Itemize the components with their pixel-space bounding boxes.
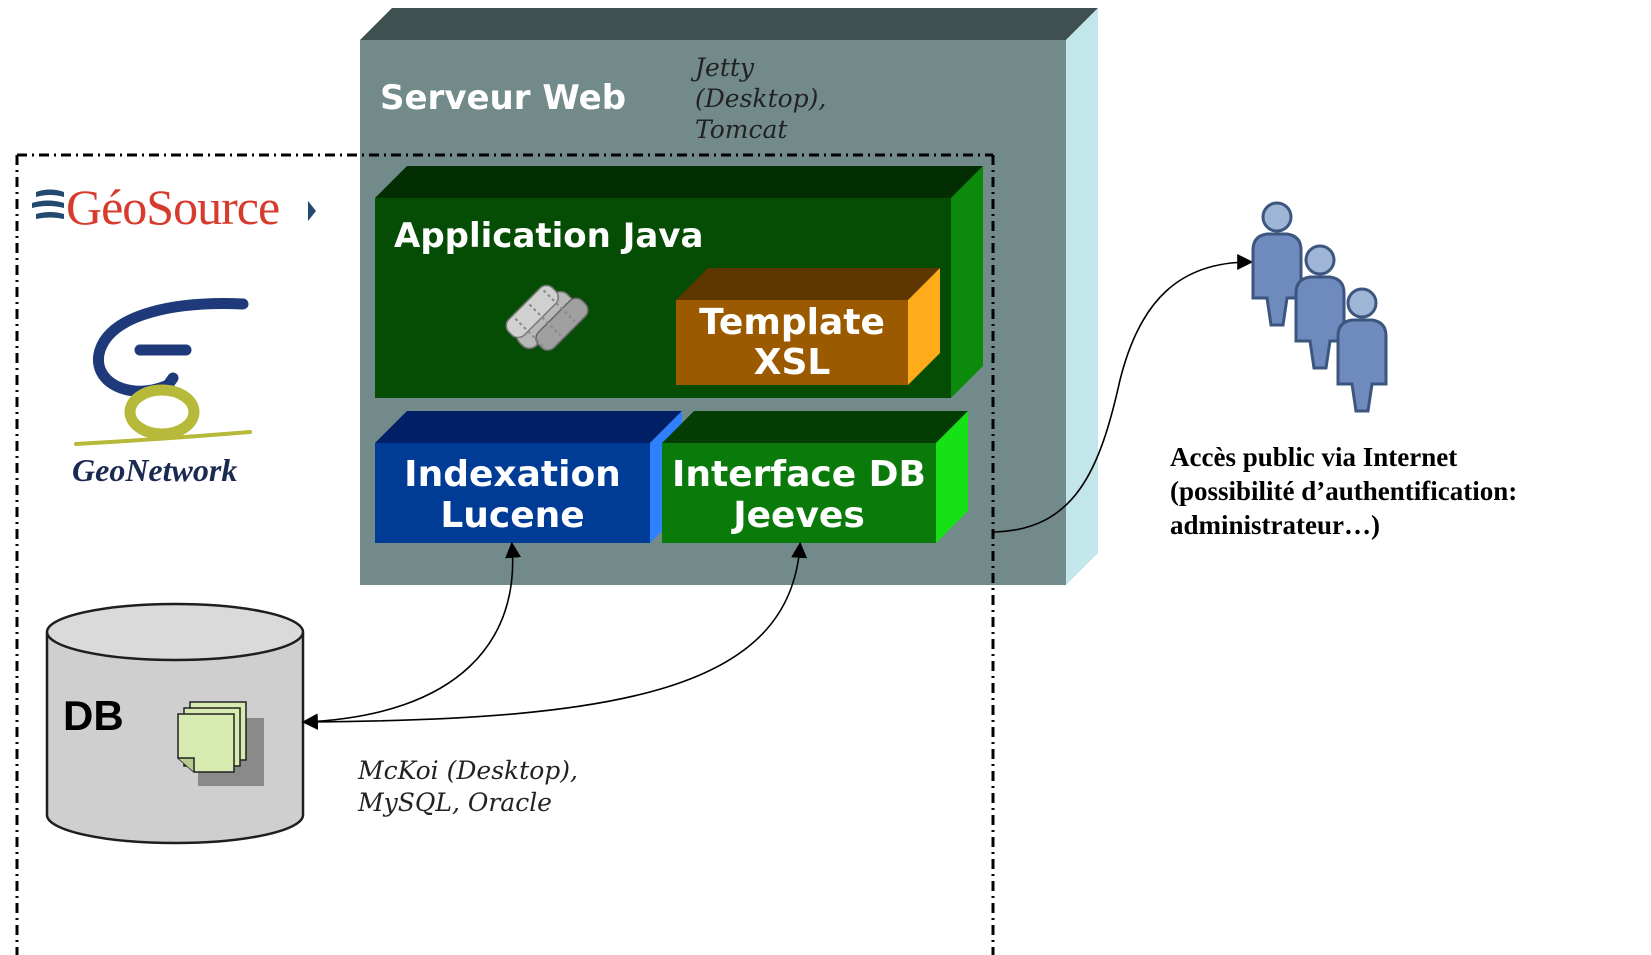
indexation-line-1: Indexation — [404, 454, 621, 495]
public-access-line-2: (possibilité d’authentification: — [1170, 476, 1518, 506]
users-icon — [1251, 201, 1388, 413]
arrow-interface-public — [993, 254, 1254, 533]
template-side-face — [908, 268, 940, 385]
db-note: McKoi (Desktop), MySQL, Oracle — [358, 755, 578, 819]
gears-icon — [505, 284, 589, 351]
indexation-top-face — [375, 411, 682, 443]
web-server-note-line-2: (Desktop), — [695, 84, 827, 113]
java-app-top-face — [375, 166, 983, 198]
web-server-note-line-1: Jetty — [695, 53, 755, 82]
indexation-front-face — [375, 443, 650, 543]
geonetwork-logo-mark — [74, 298, 252, 446]
interface-db-label: Interface DB Jeeves — [662, 454, 936, 536]
java-app-title: Application Java — [394, 216, 704, 256]
indexation-line-2: Lucene — [440, 495, 585, 536]
template-line-2: XSL — [753, 342, 831, 383]
template-label: Template XSL — [676, 303, 908, 383]
public-access-line-3: administrateur…) — [1170, 510, 1380, 540]
web-server-title: Serveur Web — [380, 78, 627, 118]
public-access-text: Accès public via Internet (possibilité d… — [1170, 440, 1517, 542]
web-server-top-face — [360, 8, 1098, 40]
geosource-boundary — [15, 153, 995, 955]
public-access-line-1: Accès public via Internet — [1170, 442, 1458, 472]
db-label: DB — [63, 692, 124, 739]
interface-db-line-1: Interface DB — [672, 454, 926, 495]
geosource-logo-mark — [32, 189, 316, 221]
db-note-line-2: MySQL, Oracle — [358, 788, 552, 817]
web-server-side-face — [1066, 8, 1098, 585]
template-line-1: Template — [699, 302, 885, 343]
web-server-note: Jetty (Desktop), Tomcat — [695, 52, 826, 145]
interface-db-front-face — [662, 443, 936, 543]
interface-db-line-2: Jeeves — [733, 495, 865, 536]
documents-icon — [177, 701, 264, 786]
db-note-line-1: McKoi (Desktop), — [358, 756, 578, 785]
java-app-side-face — [951, 166, 983, 398]
geosource-logo-text: GéoSource — [66, 179, 280, 235]
template-front-face — [676, 300, 908, 385]
arrow-db-interface — [301, 541, 808, 730]
template-top-face — [676, 268, 940, 300]
database-cylinder — [45, 602, 305, 845]
geonetwork-logo-text: GeoNetwork — [72, 452, 238, 488]
indexation-label: Indexation Lucene — [375, 454, 650, 536]
interface-db-top-face — [662, 411, 968, 443]
interface-db-side-face — [936, 411, 968, 543]
web-server-note-line-3: Tomcat — [695, 115, 788, 144]
